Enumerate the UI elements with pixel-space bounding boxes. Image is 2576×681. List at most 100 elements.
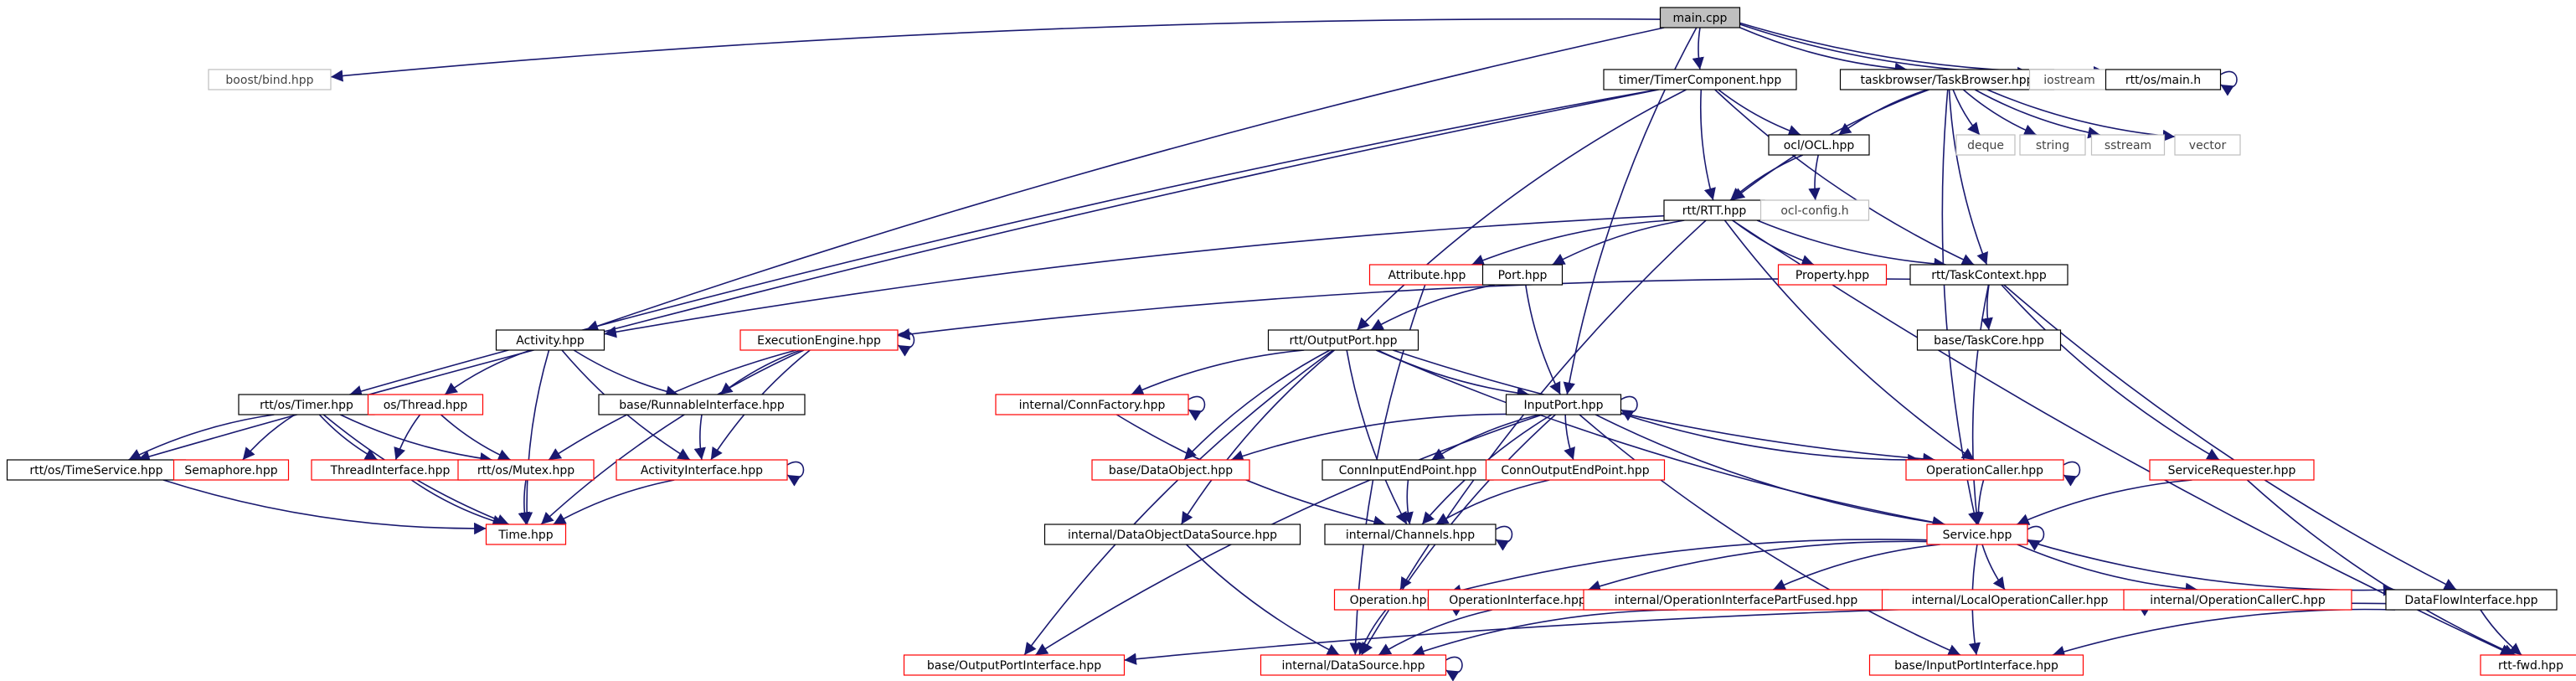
- edge-taskcontext-to-servicereq: [2001, 284, 2220, 461]
- node-service[interactable]: Service.hpp: [1926, 524, 2028, 545]
- edge-main-to-boost_bind: [330, 18, 1661, 82]
- edge-port-to-output_port: [1370, 284, 1496, 331]
- node-port[interactable]: Port.hpp: [1481, 264, 1564, 286]
- node-opifacefused[interactable]: internal/OperationInterfacePartFused.hpp: [1583, 589, 1889, 611]
- node-conninput[interactable]: ConnInputEndPoint.hpp: [1321, 459, 1494, 481]
- node-time[interactable]: Time.hpp: [485, 524, 567, 545]
- node-runnable[interactable]: base/RunnableInterface.hpp: [598, 394, 806, 415]
- node-label: ocl/OCL.hpp: [1784, 139, 1855, 152]
- node-label: DataFlowInterface.hpp: [2404, 594, 2537, 607]
- node-opiface[interactable]: OperationInterface.hpp: [1427, 589, 1608, 611]
- node-box: [2174, 134, 2241, 156]
- node-datasource[interactable]: internal/DataSource.hpp: [1260, 654, 1447, 676]
- node-servicereq[interactable]: ServiceRequester.hpp: [2149, 459, 2315, 481]
- node-ocl[interactable]: ocl/OCL.hpp: [1768, 134, 1870, 156]
- edge-rtt-to-taskcontext: [1756, 219, 1946, 271]
- edge-datasource-to-datasource: [1445, 656, 1463, 681]
- node-box: [1909, 264, 2069, 286]
- node-os_thread[interactable]: os/Thread.hpp: [367, 394, 484, 415]
- node-label: os/Thread.hpp: [384, 399, 468, 412]
- node-label: ExecutionEngine.hpp: [757, 334, 881, 348]
- node-label: string: [2036, 139, 2069, 152]
- node-box: [616, 459, 788, 481]
- node-box: [311, 459, 470, 481]
- edge-input_port-to-dataobject: [1230, 413, 1507, 462]
- node-timer_comp[interactable]: timer/TimerComponent.hpp: [1603, 69, 1797, 90]
- node-mutex[interactable]: rtt/os/Mutex.hpp: [457, 459, 595, 481]
- node-sstream[interactable]: sstream: [2090, 134, 2166, 156]
- node-rtt[interactable]: rtt/RTT.hpp: [1663, 199, 1765, 221]
- node-dataobject[interactable]: base/DataObject.hpp: [1091, 459, 1250, 481]
- edge-taskbrowser-to-taskcontext: [1948, 89, 1988, 266]
- node-connoutput[interactable]: ConnOutputEndPoint.hpp: [1485, 459, 1666, 481]
- node-label: sstream: [2105, 139, 2151, 152]
- node-label: Activity.hpp: [516, 334, 585, 348]
- node-main[interactable]: main.cpp: [1659, 7, 1741, 28]
- node-activity[interactable]: Activity.hpp: [495, 329, 605, 351]
- node-box: [995, 394, 1189, 415]
- edge-dataflow-to-inportiface: [2052, 608, 2396, 658]
- node-output_port[interactable]: rtt/OutputPort.hpp: [1267, 329, 1419, 351]
- node-dods[interactable]: internal/DataObjectDataSource.hpp: [1043, 524, 1301, 545]
- node-connfactory[interactable]: internal/ConnFactory.hpp: [995, 394, 1189, 415]
- node-activityiface[interactable]: ActivityInterface.hpp: [616, 459, 788, 481]
- node-outportiface[interactable]: base/OutputPortInterface.hpp: [903, 654, 1126, 676]
- edge-os_thread-to-threadiface: [394, 414, 421, 461]
- node-semaphore[interactable]: Semaphore.hpp: [173, 459, 290, 481]
- node-label: rtt/TaskContext.hpp: [1931, 269, 2047, 282]
- edge-os_timer-to-semaphore: [242, 414, 296, 461]
- edge-exec_engine-to-time: [540, 349, 805, 525]
- node-boost_bind[interactable]: boost/bind.hpp: [208, 69, 332, 90]
- edge-timer_comp-to-ocl: [1718, 89, 1801, 137]
- node-attribute[interactable]: Attribute.hpp: [1368, 264, 1486, 286]
- node-exec_engine[interactable]: ExecutionEngine.hpp: [739, 329, 899, 351]
- node-string[interactable]: string: [2019, 134, 2086, 156]
- node-inportiface[interactable]: base/InputPortInterface.hpp: [1868, 654, 2084, 676]
- node-box: [1603, 69, 1797, 90]
- edge-opifacefused-to-datasource: [1412, 609, 1677, 658]
- edge-opcaller-to-service: [1971, 479, 1985, 525]
- node-box: [1955, 134, 2016, 156]
- node-input_port[interactable]: InputPort.hpp: [1505, 394, 1622, 415]
- node-property[interactable]: Property.hpp: [1777, 264, 1888, 286]
- node-opcallerc[interactable]: internal/OperationCallerC.hpp: [2123, 589, 2352, 611]
- node-box: [2480, 654, 2576, 676]
- node-box: [1777, 264, 1888, 286]
- node-box: [1321, 459, 1494, 481]
- node-timeservice[interactable]: rtt/os/TimeService.hpp: [6, 459, 187, 481]
- edge-output_port-to-connfactory: [1131, 349, 1305, 395]
- edge-servicereq-to-rttfwd: [2246, 479, 2516, 656]
- node-iostream[interactable]: iostream: [2028, 69, 2110, 90]
- node-label: InputPort.hpp: [1523, 399, 1603, 412]
- node-opcaller[interactable]: OperationCaller.hpp: [1905, 459, 2064, 481]
- edge-input_port-to-opcaller: [1620, 412, 1920, 467]
- node-ocl_config[interactable]: ocl-config.h: [1759, 199, 1870, 221]
- edge-taskcontext-to-taskcore: [1981, 284, 1993, 331]
- node-label: boost/bind.hpp: [225, 74, 313, 87]
- node-label: Property.hpp: [1795, 269, 1869, 282]
- node-box: [1759, 199, 1870, 221]
- node-taskcore[interactable]: base/TaskCore.hpp: [1916, 329, 2062, 351]
- node-os_main[interactable]: rtt/os/main.h: [2105, 69, 2222, 90]
- node-taskbrowser[interactable]: taskbrowser/TaskBrowser.hpp: [1839, 69, 2055, 90]
- node-label: ThreadInterface.hpp: [330, 464, 451, 477]
- edge-timer_comp-to-rtt: [1699, 89, 1716, 201]
- edge-input_port-to-inportiface: [1579, 414, 1961, 656]
- edge-operation-to-datasource: [1358, 609, 1387, 656]
- edge-timer_comp-to-output_port: [1356, 89, 1687, 331]
- node-channels[interactable]: internal/Channels.hpp: [1324, 524, 1497, 545]
- node-taskcontext[interactable]: rtt/TaskContext.hpp: [1909, 264, 2069, 286]
- node-rttfwd[interactable]: rtt-fwd.hpp: [2480, 654, 2576, 676]
- node-vector[interactable]: vector: [2174, 134, 2241, 156]
- node-localopcaller[interactable]: internal/LocalOperationCaller.hpp: [1881, 589, 2139, 611]
- node-label: internal/DataSource.hpp: [1281, 659, 1425, 673]
- edge-input_port-to-service: [1595, 414, 1945, 529]
- node-box: [2149, 459, 2315, 481]
- edge-dods-to-datasource: [1186, 544, 1340, 656]
- node-box: [173, 459, 290, 481]
- node-threadiface[interactable]: ThreadInterface.hpp: [311, 459, 470, 481]
- node-deque[interactable]: deque: [1955, 134, 2016, 156]
- node-box: [1505, 394, 1622, 415]
- node-dataflow[interactable]: DataFlowInterface.hpp: [2385, 589, 2558, 611]
- node-os_timer[interactable]: rtt/os/Timer.hpp: [238, 394, 375, 415]
